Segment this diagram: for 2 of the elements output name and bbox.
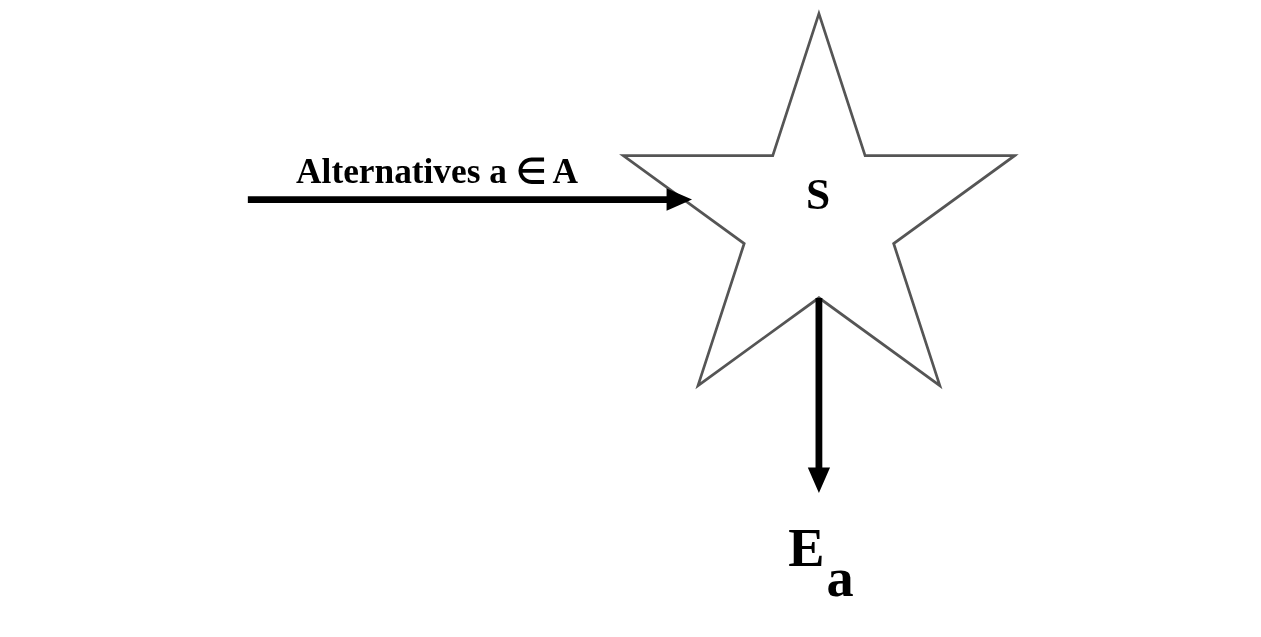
arrow: [247, 188, 693, 211]
edge-label: Alternatives a ∈ A: [296, 152, 579, 192]
